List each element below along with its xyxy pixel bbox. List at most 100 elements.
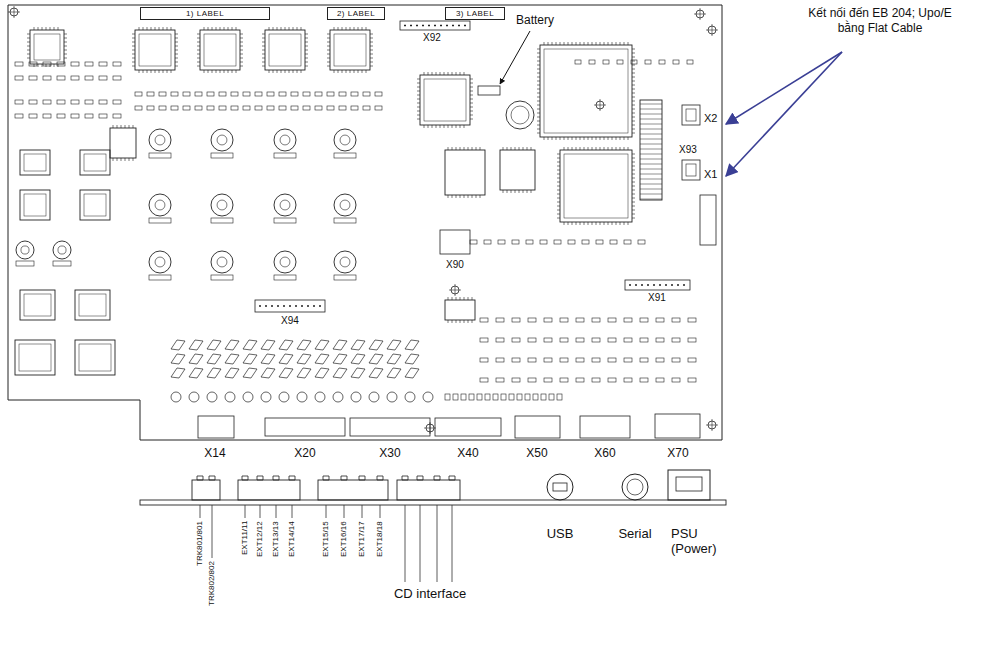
smd-part (43, 76, 51, 80)
part-label: Serial (617, 527, 652, 542)
smd-part (688, 378, 696, 382)
chip-pins (327, 27, 373, 73)
label-box: 1) LABEL (140, 7, 270, 20)
smd-part (113, 62, 121, 66)
smd-part (638, 240, 645, 244)
connector-x40 (435, 418, 501, 436)
smd-part (656, 358, 664, 362)
varistor (369, 392, 379, 402)
smd-part (608, 378, 616, 382)
header-pins (259, 26, 685, 307)
smd-part (528, 318, 536, 322)
smd-part (528, 338, 536, 342)
smd-part (453, 394, 458, 400)
capacitor-pad (211, 153, 233, 158)
board-outline (8, 5, 722, 440)
capacitor-pad (334, 275, 356, 280)
chip-pins (27, 27, 67, 67)
varistor (387, 392, 397, 402)
component-box-inner (84, 194, 106, 216)
smd-part (43, 114, 51, 118)
label-box: 2) LABEL (327, 7, 385, 20)
smd-part (231, 92, 238, 96)
smd-part (327, 92, 334, 96)
smd-part (243, 106, 250, 110)
terminal-label: EXT13/13 (271, 520, 280, 558)
varistor (351, 392, 361, 402)
smd-part (544, 318, 552, 322)
smd-part (484, 240, 491, 244)
smd-part (645, 60, 651, 64)
capacitor-inner (21, 246, 29, 254)
coin-cell-inner (511, 106, 529, 124)
part-label: X50 (525, 447, 548, 461)
part-label: X92 (422, 32, 442, 44)
smd-part (71, 76, 79, 80)
smd-part (339, 106, 346, 110)
smd-part (560, 358, 568, 362)
smd-part (576, 318, 584, 322)
qfp-chip-inner (269, 34, 301, 66)
smd-part (445, 394, 450, 400)
smd-part (640, 338, 648, 342)
smd-part (480, 338, 488, 342)
label-box-text: 1) LABEL (141, 8, 269, 19)
qfp-chip (30, 30, 64, 64)
smd-part (29, 62, 37, 66)
smd-part (549, 394, 554, 400)
part-label: X1 (703, 168, 718, 181)
chip-pins (503, 147, 531, 193)
smd-part (608, 358, 616, 362)
smd-part (512, 378, 520, 382)
smd-part (71, 100, 79, 104)
smd-part (509, 394, 514, 400)
smd-part (183, 92, 190, 96)
smd-part (560, 338, 568, 342)
electrolytic-capacitor (334, 129, 356, 151)
smd-part (113, 100, 121, 104)
smd-part (279, 106, 286, 110)
part-label: X2 (703, 112, 718, 125)
capacitor-pad (149, 275, 171, 280)
electrolytic-capacitor (274, 251, 296, 273)
smd-part (512, 240, 519, 244)
component-box (15, 340, 55, 375)
electrolytic-capacitor (149, 129, 171, 151)
smd-part (57, 62, 65, 66)
smd-part (339, 92, 346, 96)
smd-part (557, 394, 562, 400)
capacitor-inner (280, 135, 290, 145)
socket-x90 (440, 230, 470, 254)
smd-part (159, 106, 166, 110)
smd-part (171, 92, 178, 96)
terminal-label: EXT11/11 (240, 520, 249, 556)
varistor (423, 392, 433, 402)
part-label: PSU (Power) (670, 527, 728, 557)
smd-part (29, 100, 37, 104)
smd-part (501, 394, 506, 400)
smd-part (640, 358, 648, 362)
soic-chip (500, 150, 535, 190)
smd-part (29, 76, 37, 80)
smd-part (672, 378, 680, 382)
smd-part (540, 240, 547, 244)
smd-part (560, 378, 568, 382)
varistor (243, 392, 253, 402)
smd-part (207, 92, 214, 96)
smd-part (656, 338, 664, 342)
terminal-label: EXT12/12 (255, 520, 264, 558)
smd-part (560, 318, 568, 322)
connector-x14 (198, 416, 234, 438)
connector-x1-inner (686, 164, 696, 176)
smd-part (43, 100, 51, 104)
smd-part (512, 358, 520, 362)
electrolytic-capacitor (211, 194, 233, 216)
smd-part (640, 378, 648, 382)
smd-part (470, 240, 477, 244)
mounting-hole-cross (706, 419, 718, 431)
component-box (75, 340, 115, 375)
mounting-hole-cross (449, 284, 461, 296)
